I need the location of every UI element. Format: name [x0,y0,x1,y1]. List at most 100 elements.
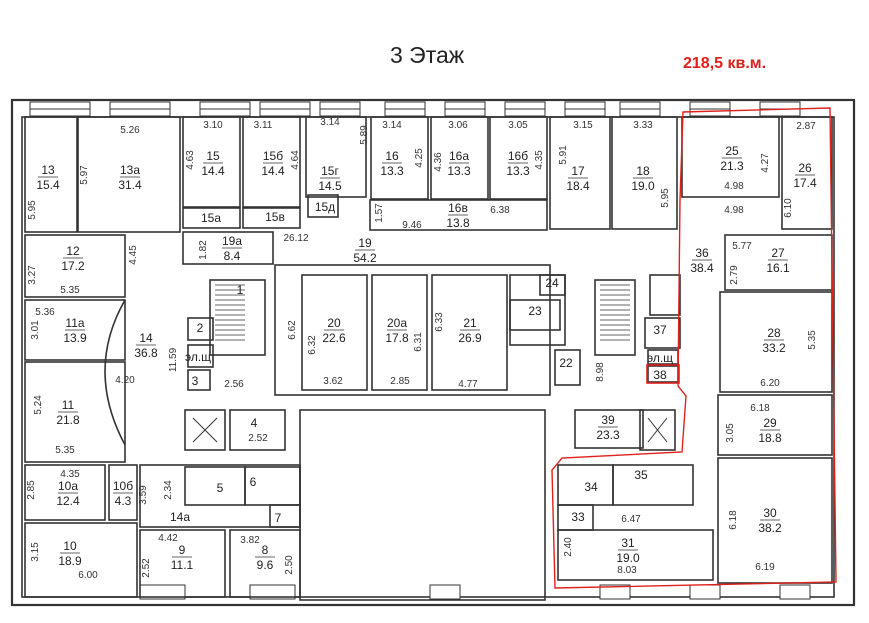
room-wall [108,464,138,521]
dimension-label: 9.46 [402,220,422,231]
room-wall [612,464,694,506]
window [599,584,631,600]
room-wall [77,116,181,233]
atrium [299,409,546,601]
dimension-label: 3.15 [573,120,593,131]
dimension-label: 4.63 [185,150,196,170]
dimension-label: 5.95 [27,200,38,220]
dimension-label: 6.00 [78,570,98,581]
dimension-label: 2.79 [729,265,740,285]
room-area: 19.0 [616,551,640,565]
dimension-label: 3.62 [323,376,343,387]
dimension-label: 2.40 [563,537,574,557]
room-area: 14.5 [318,179,342,193]
room-label: 22 [559,356,573,370]
room-wall [242,207,301,229]
dimension-label: 4.27 [760,153,771,173]
room-label: эл.щ [185,350,211,364]
room-number: 10 [63,539,77,553]
dimension-label: 2.85 [26,480,37,500]
dimension-label: 1.82 [198,240,209,260]
room-wall [24,361,126,463]
room-number: 14 [139,331,153,345]
window [429,584,461,600]
room-number: 29 [763,416,777,430]
dimension-label: 3.82 [240,535,260,546]
room-area: 11.1 [171,558,194,572]
dimension-label: 2.85 [390,376,410,387]
dimension-label: 4.42 [158,533,178,544]
room-area: 13.3 [447,164,471,178]
room-area: 13.3 [506,164,530,178]
room-wall [574,409,644,449]
room-area: 8.4 [224,249,241,263]
room-number: 10а [58,479,78,493]
room-area: 13.3 [380,164,404,178]
dimension-label: 2.56 [224,379,244,390]
room-number: 20а [387,316,407,330]
room-area: 54.2 [353,251,377,265]
room-label: 7 [275,511,282,525]
dimension-label: 8.98 [595,362,606,382]
room-wall [187,317,214,341]
room-wall [719,291,833,393]
room-area: 18.4 [566,179,590,193]
room-wall [554,349,581,386]
room-number: 16в [448,201,468,215]
room-wall [24,299,126,361]
room-wall [24,522,138,598]
dimension-label: 6.62 [287,320,298,340]
room-label: 4 [251,416,258,430]
room-label: 3 [192,374,199,388]
dimension-label: 5.36 [35,307,55,318]
room-number: 28 [767,326,781,340]
dimension-label: 4.20 [115,375,135,386]
room-area: 16.1 [766,261,790,275]
room-wall [305,116,367,198]
room-label: 24 [545,276,559,290]
dimension-label: 6.33 [434,312,445,332]
dimension-label: 2.52 [141,558,152,578]
total-area-label: 218,5 кв.м. [683,55,767,72]
dimension-label: 6.32 [307,335,318,355]
room-label: 6 [250,475,257,489]
dimension-label: 4.98 [724,181,744,192]
room-wall [182,116,241,208]
room-number: 25 [725,144,739,158]
window [249,584,296,600]
room-number: 30 [763,506,777,520]
room-label: 14а [170,510,190,524]
lift-icon [647,417,668,443]
dimension-label: 4.25 [414,148,425,168]
room-wall [370,116,429,200]
room-wall [24,464,106,521]
dimension-label: 26.12 [283,233,308,244]
room-wall [301,274,368,391]
room-label: 15в [265,210,285,224]
room-label: 15а [201,211,221,225]
dimension-label: 4.36 [433,152,444,172]
room-area: 19.0 [631,179,655,193]
room-area: 21.3 [720,159,744,173]
dimension-label: 3.14 [320,117,340,128]
dimension-label: 4.64 [290,150,301,170]
lift-icon [192,417,218,443]
room-wall [549,116,611,230]
room-label: 34 [584,480,598,494]
